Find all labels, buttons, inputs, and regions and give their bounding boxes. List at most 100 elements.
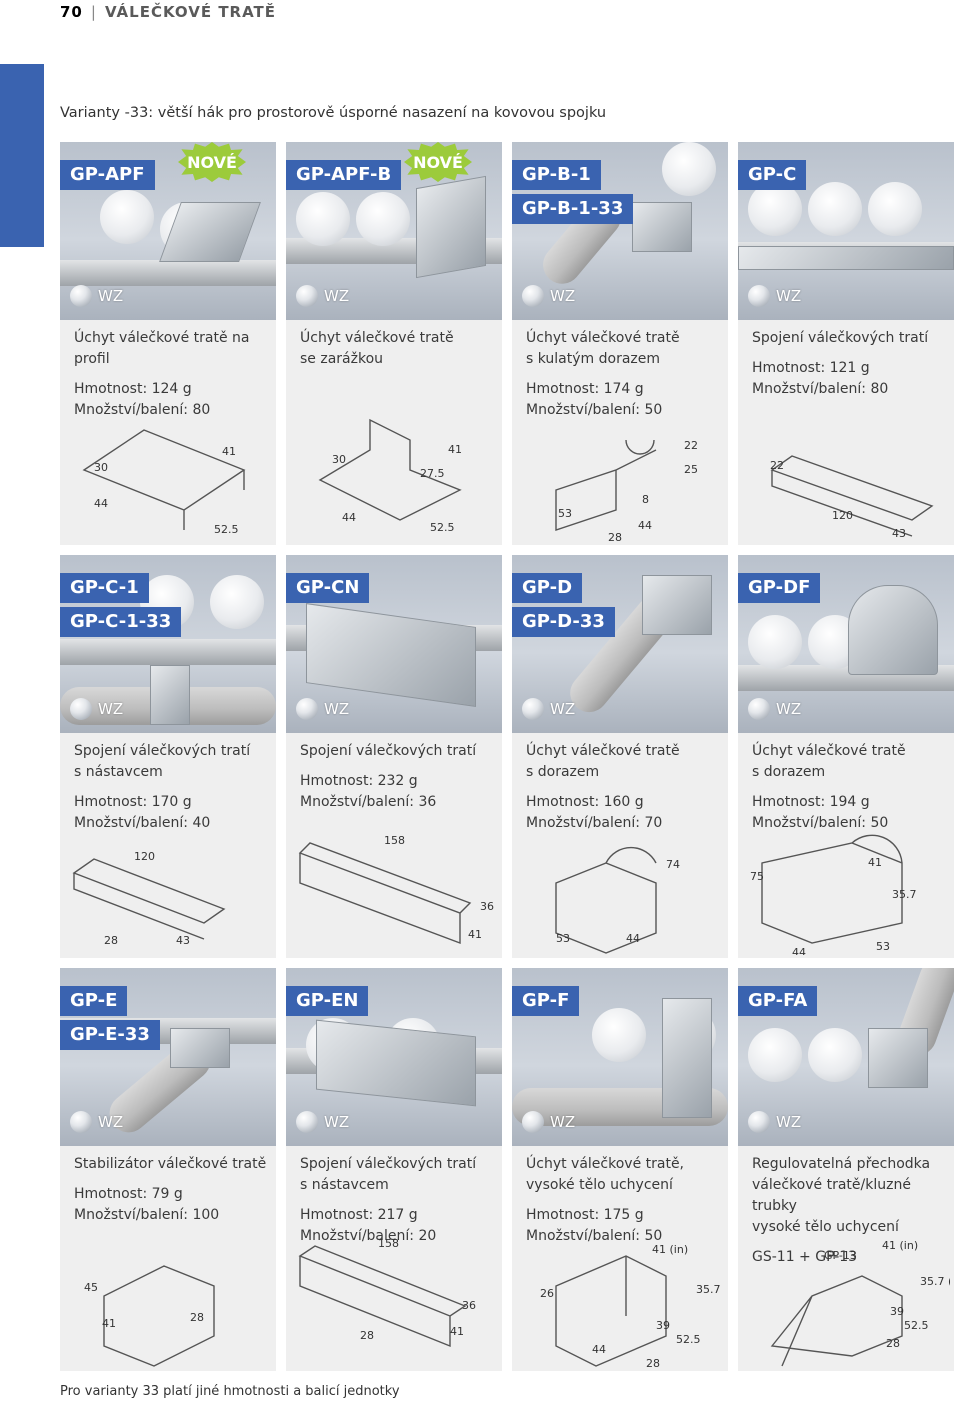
- photo-metal: [848, 585, 938, 675]
- product-title: Úchyt válečkové tratě na profil: [74, 330, 250, 367]
- variant-code-badge: GP-E-33: [60, 1020, 160, 1050]
- sphere-icon: [522, 1111, 544, 1133]
- product-subtitle: se zarážkou: [300, 351, 384, 367]
- page-number: 70: [60, 3, 83, 21]
- product-weight: Hmotnost: 217 g: [300, 1207, 418, 1223]
- product-quantity: Množství/balení: 70: [526, 815, 663, 831]
- material-indicator: WZ: [70, 284, 123, 308]
- sphere-icon: [70, 285, 92, 307]
- product-quantity: Množství/balení: 50: [752, 815, 889, 831]
- dimension-label: 158: [378, 1237, 399, 1250]
- photo-metal: [306, 603, 476, 707]
- product-photo: [512, 968, 728, 1146]
- dimension-label: 43: [176, 934, 190, 947]
- sphere-icon: [296, 285, 318, 307]
- product-title: Úchyt válečkové tratě: [526, 330, 680, 346]
- part-outline: [318, 418, 462, 521]
- spacer: [74, 1175, 270, 1184]
- material-indicator: WZ: [296, 1110, 349, 1134]
- part-outline: [555, 439, 657, 531]
- material-indicator: WZ: [70, 1110, 123, 1134]
- product-quantity: Množství/balení: 100: [74, 1207, 220, 1223]
- dimension-label: 22: [684, 439, 698, 452]
- dimension-label: 120: [832, 509, 853, 522]
- photo-roller: [662, 142, 716, 196]
- product-weight: Hmotnost: 174 g: [526, 381, 644, 397]
- part-outline: [103, 1265, 215, 1367]
- variant-note: Varianty -33: větší hák pro prostorově ú…: [60, 105, 607, 121]
- product-code-badge: GP-FA: [738, 986, 818, 1016]
- material-label: WZ: [776, 1113, 802, 1131]
- side-tab: [0, 64, 44, 247]
- material-label: WZ: [550, 700, 576, 718]
- header-separator: |: [90, 3, 97, 21]
- product-weight: Hmotnost: 194 g: [752, 794, 870, 810]
- sphere-icon: [70, 698, 92, 720]
- dimension-label: 53: [558, 507, 572, 520]
- material-indicator: WZ: [748, 284, 801, 308]
- spacer: [300, 1196, 496, 1205]
- material-label: WZ: [776, 287, 802, 305]
- product-subtitle: s nástavcem: [74, 764, 163, 780]
- spacer: [526, 783, 722, 792]
- product-title: Stabilizátor válečkové tratě: [74, 1156, 267, 1172]
- photo-roller: [592, 1008, 646, 1062]
- dimension-label: 41: [468, 928, 482, 941]
- product-weight: Hmotnost: 160 g: [526, 794, 644, 810]
- material-label: WZ: [98, 700, 124, 718]
- photo-roller: [748, 615, 802, 669]
- section-title: VÁLEČKOVÉ TRATĚ: [104, 3, 277, 21]
- drawing-svg: 22 120 43: [770, 455, 934, 540]
- photo-roller: [100, 190, 154, 244]
- part-outline: [298, 1245, 467, 1348]
- dimension-label: 35.7: [892, 888, 917, 901]
- dimension-label: 120: [134, 850, 155, 863]
- dimension-label: 8: [642, 493, 649, 506]
- product-code-badge: GP-F: [512, 986, 580, 1016]
- dimension-label: 52.5: [904, 1319, 929, 1332]
- dimension-label: 22: [770, 459, 784, 472]
- part-outline: [298, 842, 472, 945]
- product-photo: [60, 555, 276, 733]
- variant-code-badge: GP-B-1-33: [512, 194, 634, 224]
- material-label: WZ: [98, 287, 124, 305]
- part-outline: [761, 834, 903, 944]
- variant-code-badge: GP-C-1-33: [60, 607, 182, 637]
- spacer: [74, 783, 270, 792]
- dimension-label: 27.5: [420, 467, 445, 480]
- material-indicator: WZ: [522, 697, 575, 721]
- dimension-label: 41 (in): [882, 1239, 918, 1252]
- dimension-label: 28: [886, 1337, 900, 1350]
- material-label: WZ: [324, 700, 350, 718]
- product-title: Úchyt válečkové tratě: [300, 330, 454, 346]
- dimension-label: 35.7 (in): [696, 1283, 724, 1296]
- part-outline: [555, 846, 657, 954]
- material-indicator: WZ: [296, 284, 349, 308]
- dimension-label: 43: [892, 527, 906, 540]
- dimension-label: 41: [450, 1325, 464, 1338]
- part-outline: [555, 1255, 667, 1367]
- dimension-label: 39: [890, 1305, 904, 1318]
- spacer: [526, 1196, 722, 1205]
- photo-roller: [748, 1028, 802, 1082]
- dimension-label: 28: [190, 1311, 204, 1324]
